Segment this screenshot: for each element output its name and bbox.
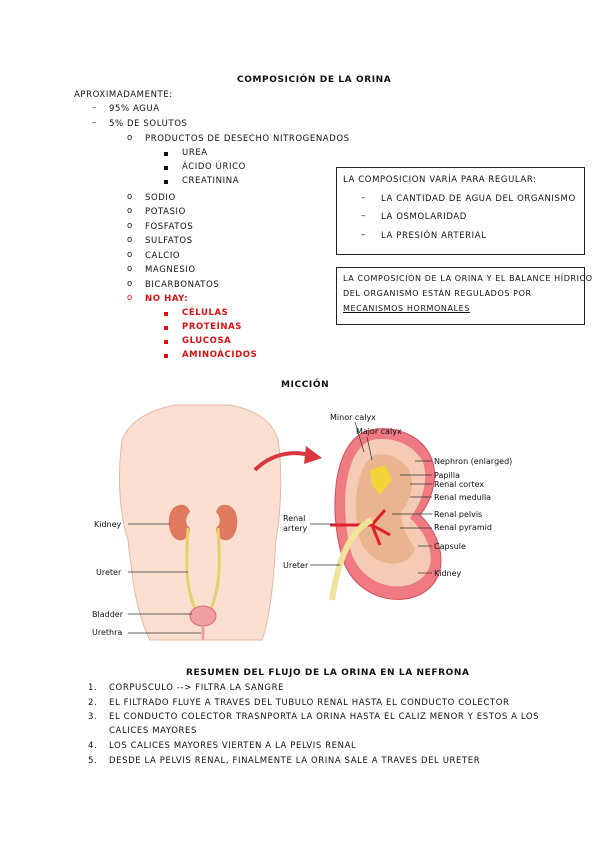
right-ureter xyxy=(207,527,221,613)
dash-bullet: – xyxy=(361,230,366,240)
regulation-box-title: LA COMPOSICION VARÍA PARA REGULAR: xyxy=(343,175,537,185)
resumen-item: EL CONDUCTO COLECTOR TRASNPORTA LA ORINA… xyxy=(109,712,540,722)
hormonal-underlined: MECANISMOS HORMONALES xyxy=(343,304,470,313)
resumen-item-cont: CALICES MAYORES xyxy=(109,726,197,736)
label-renal-cortex: Renal cortex xyxy=(434,480,485,489)
resumen-number: 2. xyxy=(88,698,98,708)
bladder xyxy=(189,605,217,627)
label-urethra: Urethra xyxy=(92,628,123,637)
solutes-item: 5% DE SOLUTOS xyxy=(109,119,188,129)
label-ureter: Ureter xyxy=(96,568,122,577)
label-renal-pelvis: Renal pelvis xyxy=(434,510,483,519)
label-renal-medulla: Renal medulla xyxy=(434,493,492,502)
dash-bullet: – xyxy=(92,118,97,128)
waste-item: ÁCIDO ÚRICO xyxy=(182,162,246,172)
kidney-medulla xyxy=(355,454,415,564)
no-hay-item: AMINOÁCIDOS xyxy=(182,350,258,360)
label-kidney-right: Kidney xyxy=(434,569,462,578)
ureter-right-tube xyxy=(329,517,374,601)
solute-item: CALCIO xyxy=(145,251,181,261)
resumen-number: 4. xyxy=(88,741,98,751)
body-silhouette xyxy=(119,404,282,641)
regulation-item: LA OSMOLARIDAD xyxy=(381,212,467,222)
solute-item: POTASIO xyxy=(145,207,186,217)
solute-item: FOSFATOS xyxy=(145,222,194,232)
solute-item: SODIO xyxy=(145,193,176,203)
square-bullet xyxy=(164,152,168,156)
label-major-calyx: Major calyx xyxy=(356,427,402,436)
arrow-head xyxy=(304,446,322,464)
label-renal-artery: Renal xyxy=(283,514,306,523)
waste-item: UREA xyxy=(182,148,208,158)
composition-title: COMPOSICIÓN DE LA ORINA xyxy=(237,75,392,85)
label-minor-calyx: Minor calyx xyxy=(330,413,376,422)
dash-bullet: – xyxy=(92,103,97,113)
resumen-number: 5. xyxy=(88,756,98,766)
no-hay-item: GLUCOSA xyxy=(182,336,232,346)
no-hay-item: PROTEÍNAS xyxy=(182,322,242,332)
square-bullet xyxy=(164,180,168,184)
circle-bullet: o xyxy=(127,192,133,202)
circle-bullet: o xyxy=(127,293,133,303)
solute-item: SULFATOS xyxy=(145,236,193,246)
left-kidney xyxy=(168,504,190,541)
label-papilla: Papilla xyxy=(434,471,461,480)
dash-bullet: – xyxy=(361,193,366,203)
resumen-item: CORPUSCULO --> FILTRA LA SANGRE xyxy=(109,683,285,693)
resumen-item: DESDE LA PELVIS RENAL, FINALMENTE LA ORI… xyxy=(109,756,481,766)
no-hay-label: NO HAY: xyxy=(145,294,189,304)
resumen-title: RESUMEN DEL FLUJO DE LA ORINA EN LA NEFR… xyxy=(186,668,470,678)
regulation-item: LA CANTIDAD DE AGUA DEL ORGANISMO xyxy=(381,194,576,204)
square-bullet xyxy=(164,354,168,358)
square-bullet xyxy=(164,326,168,330)
resumen-item: LOS CALICES MAYORES VIERTEN A LA PELVIS … xyxy=(109,741,357,751)
label-capsule: Capsule xyxy=(434,542,466,551)
right-kidney xyxy=(216,504,238,541)
resumen-item: EL FILTRADO FLUYE A TRAVES DEL TUBULO RE… xyxy=(109,698,510,708)
regulation-box: LA COMPOSICION VARÍA PARA REGULAR: – LA … xyxy=(336,167,585,255)
waste-item: CREATININA xyxy=(182,176,240,186)
square-bullet xyxy=(164,340,168,344)
water-item: 95% AGUA xyxy=(109,104,160,114)
resumen-number: 3. xyxy=(88,712,98,722)
label-renal-pyramid: Renal pyramid xyxy=(434,523,492,532)
solute-item: MAGNESIO xyxy=(145,265,196,275)
intro-label: APROXIMADAMENTE: xyxy=(74,90,173,100)
solute-item: BICARBONATOS xyxy=(145,280,220,290)
hormonal-line: DEL ORGANISMO ESTÁN REGULADOS POR xyxy=(343,289,532,298)
circle-bullet: o xyxy=(127,279,133,289)
miccion-title: MICCIÓN xyxy=(281,380,330,390)
regulation-item: LA PRESIÓN ARTERIAL xyxy=(381,231,487,241)
renal-artery-red xyxy=(330,509,391,546)
arrow-shaft xyxy=(253,451,311,472)
label-bladder: Bladder xyxy=(92,610,123,619)
left-ureter xyxy=(185,527,199,613)
circle-bullet: o xyxy=(127,206,133,216)
circle-bullet: o xyxy=(127,221,133,231)
circle-bullet: o xyxy=(127,235,133,245)
hormonal-box: LA COMPOSICIÓN DE LA ORINA Y EL BALANCE … xyxy=(336,267,592,325)
label-renal-artery: artery xyxy=(283,524,308,533)
circle-bullet: o xyxy=(127,264,133,274)
dash-bullet: – xyxy=(361,211,366,221)
label-kidney: Kidney xyxy=(94,520,122,529)
waste-label: PRODUCTOS DE DESECHO NITROGENADOS xyxy=(145,134,350,144)
square-bullet xyxy=(164,166,168,170)
hormonal-line: LA COMPOSICIÓN DE LA ORINA Y EL BALANCE … xyxy=(343,274,593,283)
resumen-number: 1. xyxy=(88,683,98,693)
label-nephron: Nephron (enlarged) xyxy=(434,457,513,466)
circle-bullet: o xyxy=(127,250,133,260)
renal-pelvis-yellow xyxy=(370,465,392,495)
no-hay-item: CÉLULAS xyxy=(182,308,229,318)
square-bullet xyxy=(164,312,168,316)
label-ureter-right: Ureter xyxy=(283,561,309,570)
circle-bullet: o xyxy=(127,133,133,143)
